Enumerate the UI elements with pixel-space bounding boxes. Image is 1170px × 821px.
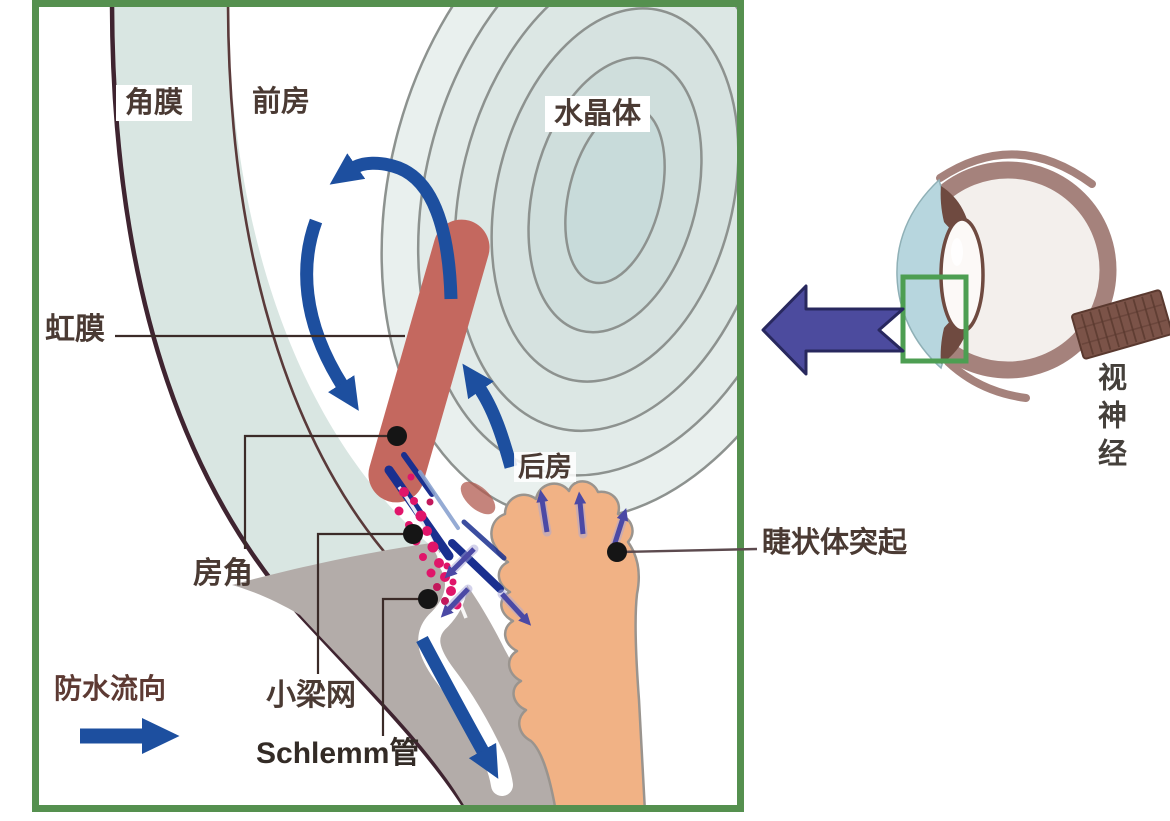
panel-border (32, 0, 744, 812)
eye-globe-inset (761, 150, 1170, 402)
label-ciliary-processes: 睫状体突起 (762, 527, 908, 559)
label-anterior-chamber: 前房 (252, 86, 311, 118)
label-connector-dots (387, 426, 438, 609)
zoom-region-box (900, 274, 969, 364)
label-lens: 水晶体 (545, 96, 651, 133)
label-cornea: 角膜 (116, 85, 193, 122)
ciliary-processes-connector (607, 542, 758, 562)
ciliary-body-shape (490, 480, 647, 808)
label-flow-legend: 防水流向 (54, 673, 167, 704)
label-connectors (115, 334, 426, 736)
magnify-arrow-icon (761, 284, 905, 376)
ciliary-secretion-arrows-icon (440, 489, 629, 626)
optic-nerve-shape (1071, 289, 1170, 360)
label-optic-nerve: 视神经 (1093, 362, 1126, 476)
label-chamber-angle: 房角 (193, 557, 253, 590)
label-posterior-chamber: 后房 (514, 452, 576, 483)
label-trabecular-meshwork: 小梁网 (266, 679, 356, 712)
aqueous-flow-arrows-icon (300, 153, 518, 779)
label-schlemm-canal: Schlemm管 (256, 737, 420, 770)
label-iris: 虹膜 (45, 313, 105, 346)
